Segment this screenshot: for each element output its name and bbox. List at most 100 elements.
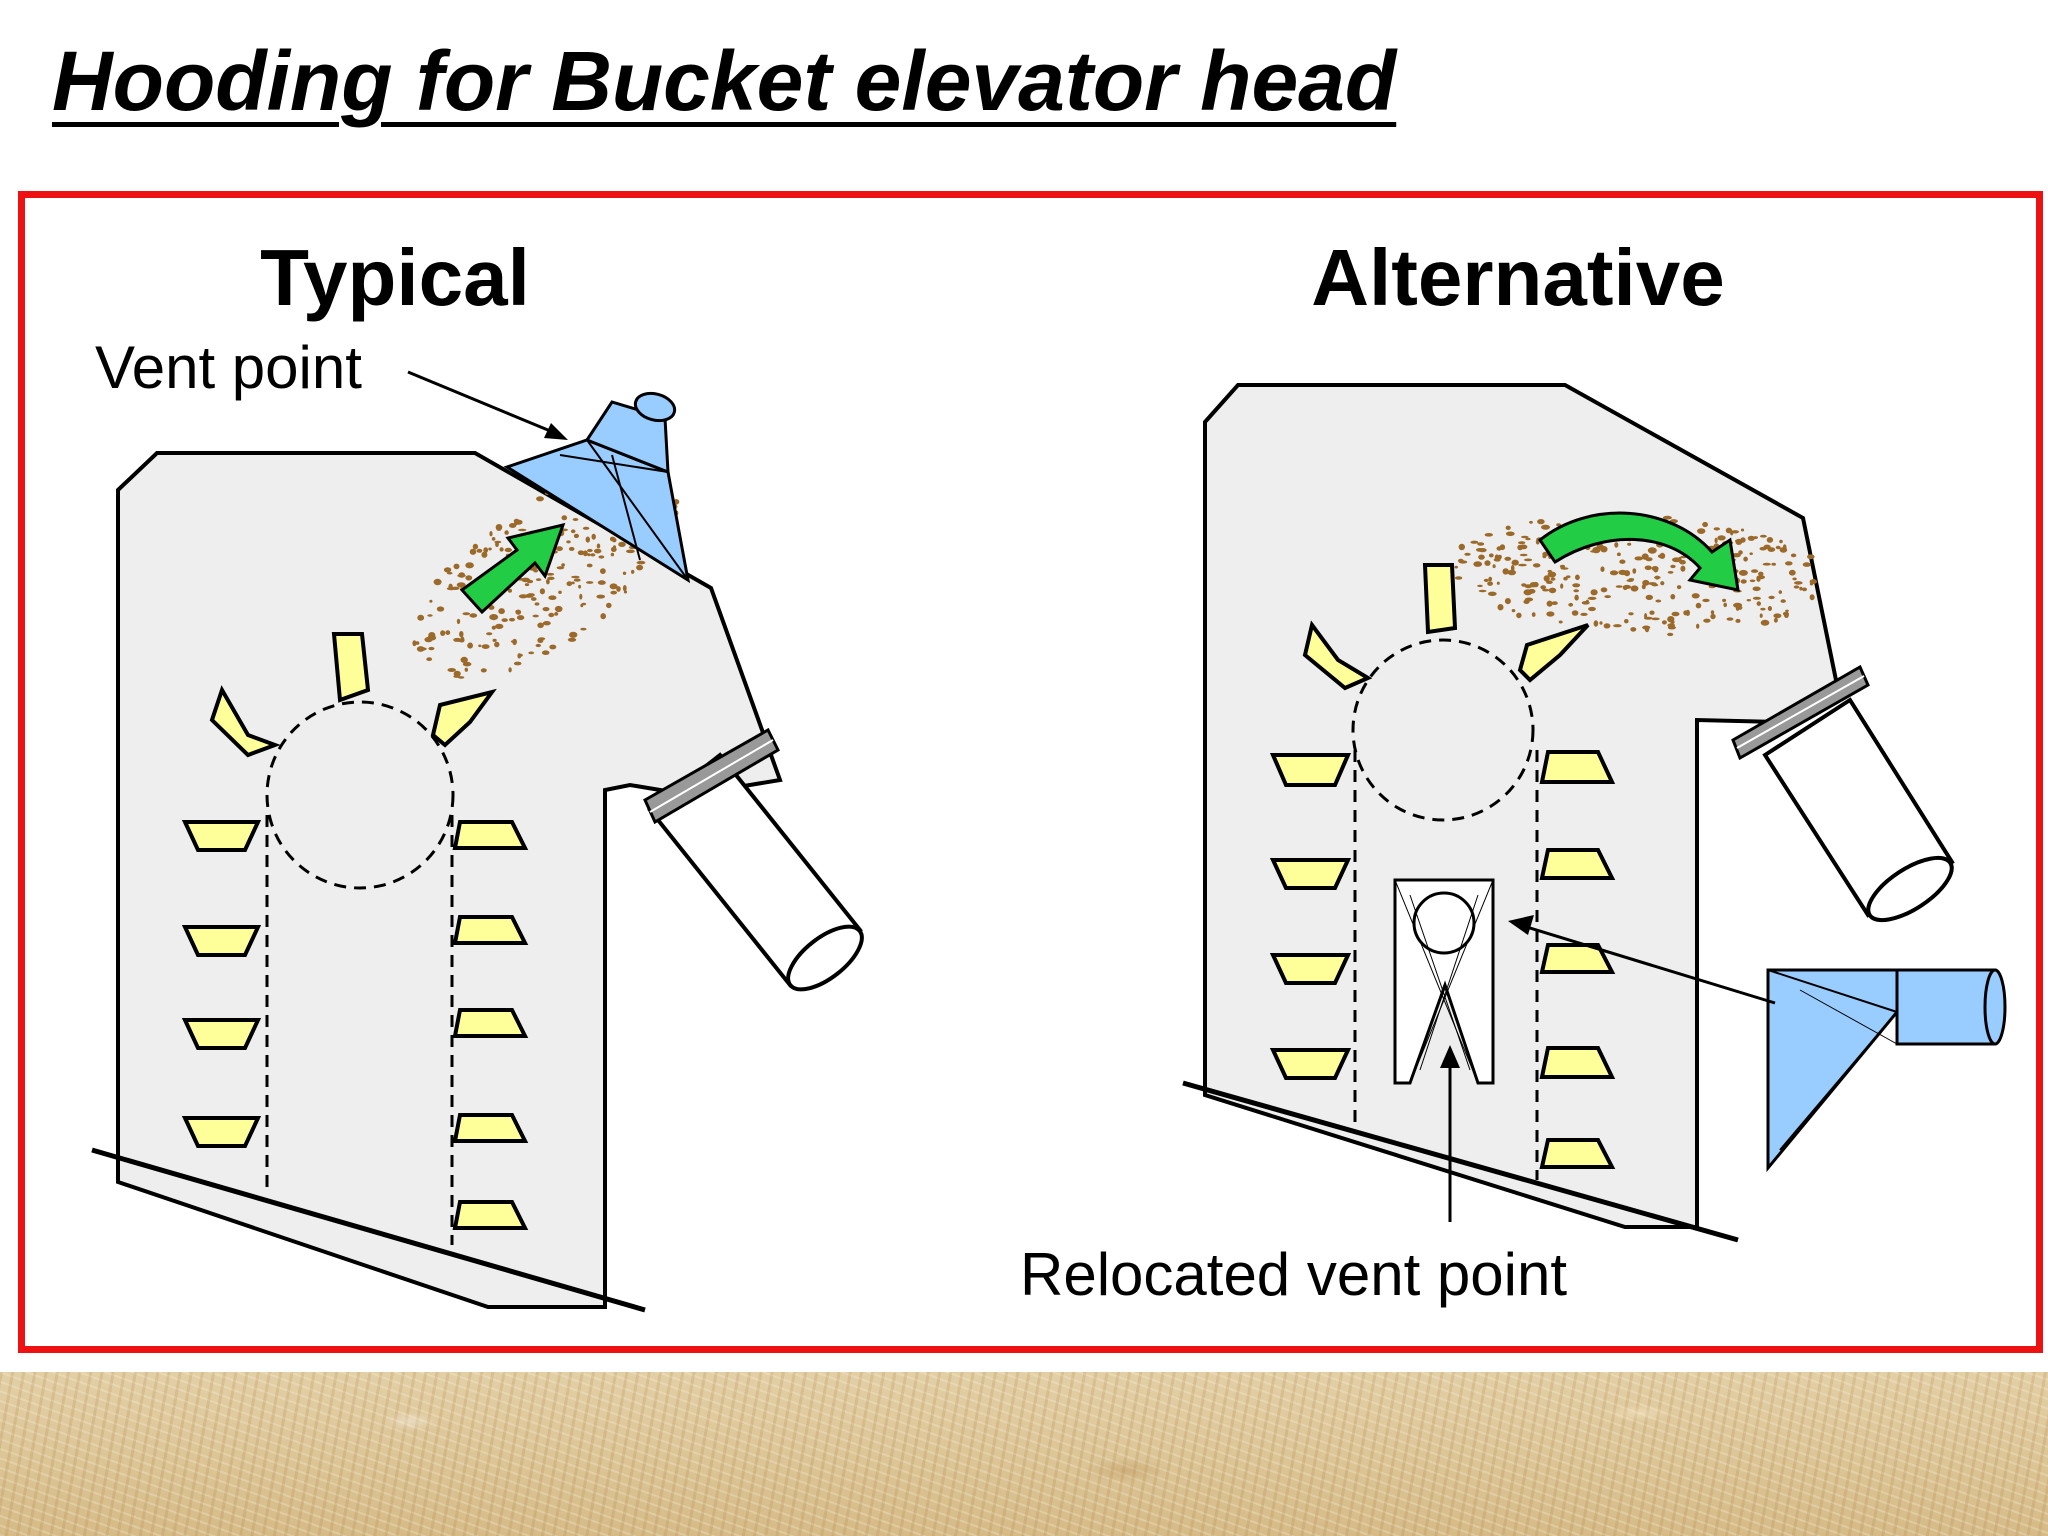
dust-particle <box>515 609 522 615</box>
dust-particle <box>548 595 557 600</box>
dust-particle <box>486 632 493 636</box>
dust-particle <box>462 612 471 616</box>
dust-particle <box>1614 542 1619 548</box>
dust-particle <box>582 550 588 557</box>
dust-particle <box>1759 613 1763 618</box>
dust-particle <box>570 529 576 534</box>
dust-particle <box>596 594 605 599</box>
dust-particle <box>1615 585 1623 588</box>
dust-particle <box>1458 543 1466 551</box>
dust-particle <box>1510 565 1515 572</box>
dust-particle <box>554 605 563 613</box>
dust-particle <box>566 540 571 544</box>
dust-particle <box>542 621 551 626</box>
dust-particle <box>1752 596 1761 600</box>
alternative-hood-detail <box>1766 968 2007 1173</box>
dust-particle <box>626 549 635 554</box>
dust-particle <box>495 524 503 531</box>
dust-particle <box>1723 602 1727 608</box>
dust-particle <box>1532 581 1539 588</box>
bucket <box>452 915 529 945</box>
dust-particle <box>1766 537 1774 543</box>
dust-particle <box>1511 559 1519 566</box>
dust-particle <box>1573 589 1579 593</box>
dust-particle <box>1619 559 1626 564</box>
dust-particle <box>526 593 535 597</box>
dust-particle <box>1671 611 1680 617</box>
dust-particle <box>618 541 626 548</box>
alternative-buckets-pulley <box>1302 563 1590 691</box>
dust-particle <box>1492 564 1496 569</box>
dust-particle <box>547 576 555 580</box>
bucket <box>331 632 371 703</box>
dust-particle <box>1494 554 1500 560</box>
alternative-discharge-chute <box>1731 664 1955 923</box>
dust-particle <box>428 646 435 651</box>
bucket <box>1539 750 1616 784</box>
dust-particle <box>1454 576 1463 580</box>
bucket <box>1269 858 1352 890</box>
dust-particle <box>612 537 617 543</box>
bucket <box>452 1008 529 1038</box>
dust-particle <box>488 547 492 551</box>
dust-particle <box>457 574 466 578</box>
dust-particle <box>1648 582 1657 586</box>
dust-particle <box>1563 576 1568 581</box>
dust-particle <box>446 571 453 575</box>
dust-particle <box>538 637 546 641</box>
typical-elevator-casing <box>116 451 783 1309</box>
dust-particle <box>1790 553 1797 558</box>
dust-particle <box>571 575 580 579</box>
dust-particle <box>1470 540 1479 544</box>
dust-particle <box>1542 588 1550 592</box>
dust-particle <box>1551 601 1558 605</box>
dust-particle <box>510 640 518 643</box>
dust-particle <box>499 547 504 552</box>
dust-particle <box>1661 620 1667 625</box>
dust-particle <box>1767 606 1772 611</box>
bucket <box>1422 563 1458 635</box>
dust-particle <box>446 587 456 591</box>
dust-particle <box>532 614 539 618</box>
dust-particle <box>428 632 436 638</box>
typical-hood <box>503 391 691 584</box>
relocated-vent-hood <box>1393 878 1495 1085</box>
dust-particle <box>580 627 587 631</box>
dust-particle <box>1714 537 1718 544</box>
dust-particle <box>476 548 483 553</box>
relocated-vent-arrowhead-label <box>1440 1045 1460 1068</box>
dust-particle <box>1487 591 1497 596</box>
dust-particle <box>591 533 596 540</box>
dust-particle <box>518 594 528 599</box>
bucket <box>1269 953 1352 985</box>
dust-particle <box>1454 565 1458 569</box>
dust-particle <box>498 608 505 615</box>
dust-particle <box>1599 621 1603 625</box>
dust-particle <box>1511 609 1516 613</box>
dust-particle <box>478 644 482 648</box>
dust-particle <box>541 650 550 655</box>
dust-particle <box>1738 550 1743 555</box>
dust-particle <box>610 552 615 557</box>
dust-particle <box>1740 528 1745 532</box>
dust-particle <box>465 562 474 569</box>
dust-particle <box>1575 574 1580 581</box>
bucket <box>209 685 281 758</box>
dust-particle <box>1518 563 1527 567</box>
dust-particle <box>555 546 563 552</box>
vent-point-arrowhead <box>544 423 568 440</box>
dust-particle <box>636 564 644 571</box>
dust-particle <box>1773 617 1778 623</box>
dust-particle <box>483 547 489 553</box>
dust-particle <box>622 585 627 592</box>
dust-particle <box>468 642 473 646</box>
dust-particle <box>469 548 477 555</box>
dust-particle <box>416 646 425 652</box>
dust-particle <box>1616 552 1621 557</box>
dust-particle <box>609 583 618 590</box>
dust-particle <box>1722 598 1727 603</box>
dust-particle <box>460 636 465 643</box>
dust-particle <box>1794 581 1803 585</box>
dust-particle <box>1702 598 1710 603</box>
dust-particle <box>549 644 557 650</box>
